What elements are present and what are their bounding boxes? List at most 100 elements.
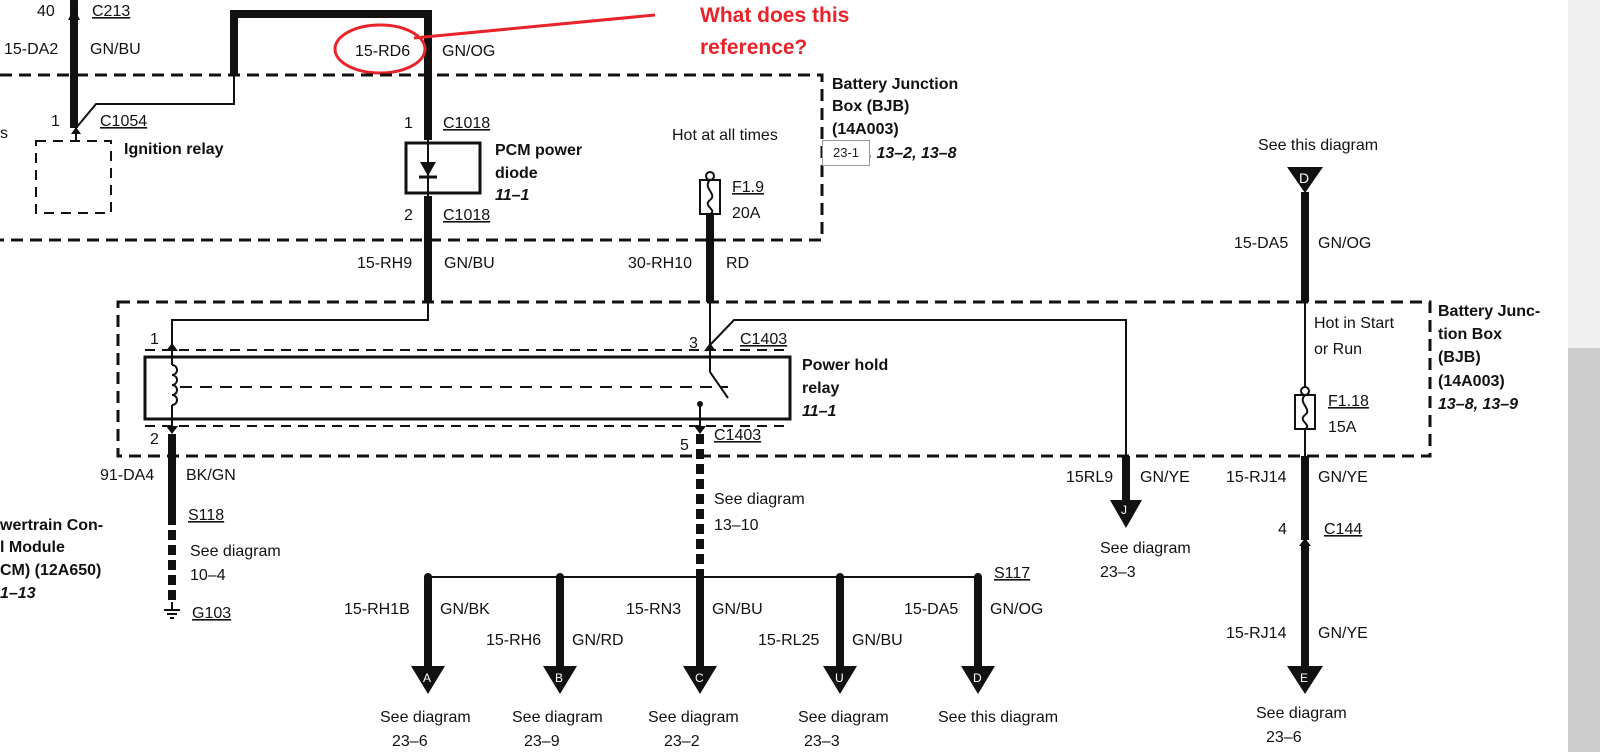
wire-da2-label: 15-DA2	[4, 41, 58, 58]
wire-rj14-bottom-label: 15-RJ14	[1226, 625, 1287, 642]
bjb-upper-part: (14A003)	[832, 121, 899, 138]
connector-j	[1110, 500, 1142, 528]
pcm-diode-label1: PCM power	[495, 142, 582, 159]
pcm-module-line3: CM) (12A650)	[0, 562, 101, 579]
diode-symbol	[420, 162, 436, 176]
lower-left-see1: See diagram	[190, 543, 281, 560]
relay-pin1: 1	[150, 331, 159, 348]
splice-s117: S117	[994, 565, 1030, 582]
connector-d-letter: D	[1299, 170, 1309, 186]
pcm-module-line1: wertrain Con-	[0, 517, 103, 534]
branch-wire-label: 15-RH6	[486, 632, 541, 649]
rl9-see2: 23–3	[1100, 564, 1136, 581]
relay-ref: 11–1	[802, 403, 837, 420]
bjb-right-part: (14A003)	[1438, 373, 1505, 390]
wire-rh10-color: RD	[726, 255, 749, 272]
bjb-right-title3: (BJB)	[1438, 349, 1481, 366]
relay-label2: relay	[802, 380, 839, 397]
pcm-diode-pin2: 2	[404, 207, 413, 224]
pcm-diode-pin1: 1	[404, 115, 413, 132]
branch-wire-color: GN/OG	[990, 601, 1043, 618]
connector-c144-arrow	[1299, 538, 1311, 546]
bjb-upper-title2: Box (BJB)	[832, 98, 909, 115]
wire-rd6-label: 15-RD6	[355, 43, 410, 60]
fuse-f19-element	[706, 179, 714, 215]
pcm-module-line2: l Module	[0, 539, 65, 556]
relay-pin2-arrow	[166, 426, 178, 434]
connector-e-letter: E	[1300, 671, 1308, 685]
hot-start-run-2: or Run	[1314, 341, 1362, 358]
ground-symbol	[164, 602, 180, 619]
wire-rh10-label: 30-RH10	[628, 255, 692, 272]
fuse-f118-element	[1301, 394, 1309, 430]
wire-da2-color: GN/BU	[90, 41, 141, 58]
branch-wire-color: GN/BU	[712, 601, 763, 618]
wire-to-ignition	[75, 75, 235, 129]
wire-rh9-to-relay	[171, 302, 429, 345]
rj14-see2: 23–6	[1266, 729, 1302, 746]
branch-connector-letter: A	[423, 671, 431, 685]
branch-connector	[683, 666, 717, 694]
connector-d-top	[1287, 167, 1323, 193]
scrollbar-thumb[interactable]	[1568, 348, 1600, 752]
connector-j-letter: J	[1121, 503, 1127, 517]
bjb-right-refs: 13–8, 13–9	[1438, 396, 1518, 413]
branch-connector	[543, 666, 577, 694]
relay-coil	[171, 364, 178, 406]
relay-connector-top: C1403	[740, 331, 787, 348]
ignition-relay-label: Ignition relay	[124, 141, 224, 158]
fuse-f19-label: F1.9	[732, 179, 764, 196]
relay-pin2: 2	[150, 431, 159, 448]
wire-da4-label: 91-DA4	[100, 467, 154, 484]
branch-wire-label: 15-DA5	[904, 601, 958, 618]
vertical-scrollbar[interactable]	[1568, 0, 1600, 752]
branch-wire-color: GN/BK	[440, 601, 490, 618]
wire-rh9-label: 15-RH9	[357, 255, 412, 272]
fuse-f118-amps: 15A	[1328, 419, 1357, 436]
branch-see-line1: See diagram	[512, 709, 603, 726]
ignition-relay-box	[35, 140, 112, 214]
branch-wire-label: 15-RH1B	[344, 601, 410, 618]
pcm-diode-connector1: C1018	[443, 115, 490, 132]
lower-mid-see1: See diagram	[714, 491, 805, 508]
branch-connector-letter: U	[835, 671, 844, 685]
branch-wire-label: 15-RN3	[626, 601, 681, 618]
fuse-f118-label: F1.18	[1328, 393, 1369, 410]
branch-wire-label: 15-RL25	[758, 632, 819, 649]
bjb-upper-title1: Battery Junction	[832, 76, 958, 93]
branch-see-line2: 23–3	[804, 733, 840, 750]
branch-see-line2: 23–2	[664, 733, 700, 750]
lower-mid-see2: 13–10	[714, 517, 759, 534]
pcm-diode-label2: diode	[495, 165, 538, 182]
bjb-lower-box	[116, 300, 1432, 458]
relay-pin5: 5	[680, 437, 689, 454]
ignition-relay-pin-arrow	[71, 127, 81, 134]
branch-see-line1: See diagram	[648, 709, 739, 726]
wire-rd6-loop	[230, 10, 432, 75]
wire-rj14-bottom-color: GN/YE	[1318, 625, 1368, 642]
connector-arrow	[68, 8, 80, 20]
branch-connector-letter: D	[973, 671, 982, 685]
connector-e	[1287, 666, 1323, 694]
wire-da4-color: BK/GN	[186, 467, 236, 484]
relay-label1: Power hold	[802, 357, 888, 374]
ignition-relay-left-fragment: s	[0, 125, 8, 142]
relay-connector-bottom: C1403	[714, 427, 761, 444]
pcm-diode-connector2: C1018	[443, 207, 490, 224]
ignition-relay-connector: C1054	[100, 113, 147, 130]
wire-da5-right-label: 15-DA5	[1234, 235, 1288, 252]
hot-start-run-1: Hot in Start	[1314, 315, 1395, 332]
pcm-diode-ref: 11–1	[495, 187, 530, 204]
branch-connector	[823, 666, 857, 694]
wire-rl9-color: GN/YE	[1140, 469, 1190, 486]
fuse-f19-amps: 20A	[732, 205, 761, 222]
rl9-see1: See diagram	[1100, 540, 1191, 557]
rj14-see1: See diagram	[1256, 705, 1347, 722]
branch-wire-color: GN/RD	[572, 632, 624, 649]
wire-relay-out-to-rl9	[709, 319, 1127, 460]
relay-pin5-arrow	[694, 426, 706, 434]
ground-g103: G103	[192, 605, 231, 622]
fuse-f118-terminal	[1300, 386, 1310, 396]
lower-left-see2: 10–4	[190, 567, 226, 584]
